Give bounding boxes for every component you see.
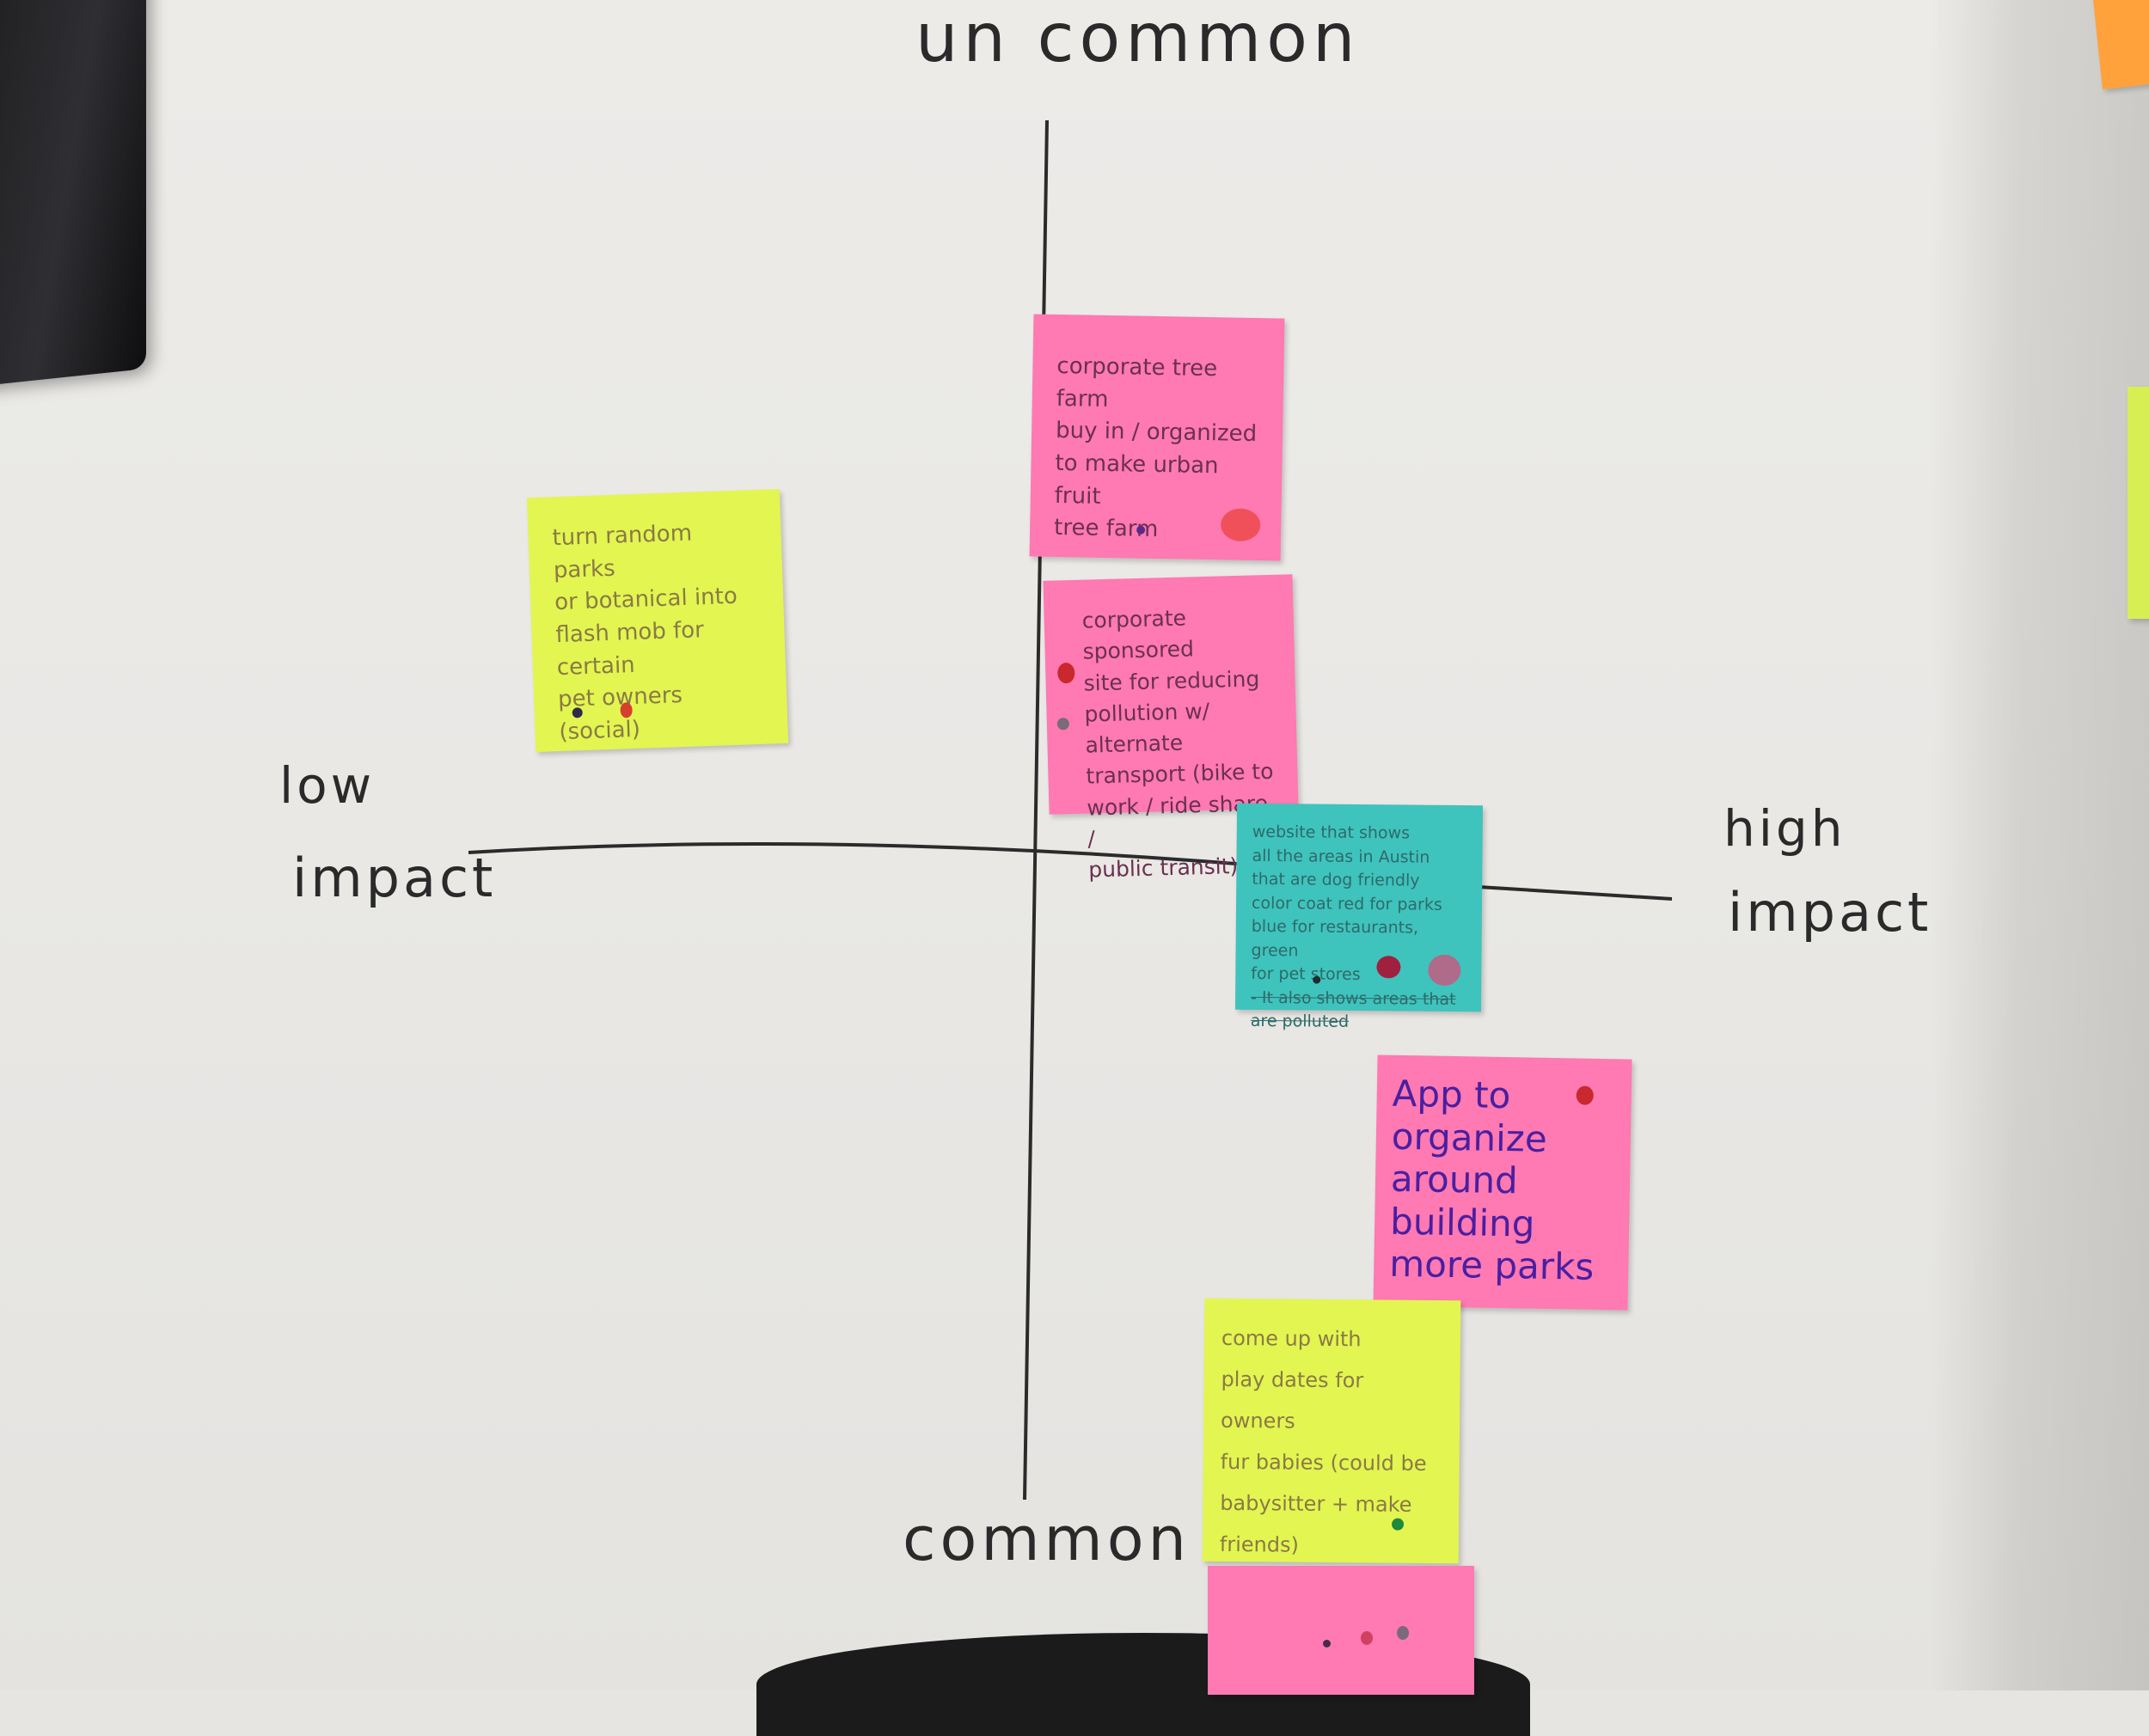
axis-label-high-impact: impact: [1728, 881, 1932, 944]
note-text: App to organize around building more par…: [1388, 1072, 1595, 1328]
vote-dot: [1428, 954, 1461, 987]
axis-label-uncommon: un common: [915, 0, 1361, 77]
vertical-axis-line: [1023, 119, 1049, 1501]
sticky-note-bottom-pink: [1208, 1566, 1474, 1695]
sticky-note-corporate-sponsored: corporate sponsored site for reducing po…: [1043, 574, 1299, 883]
paper-edge-shadow: [1930, 0, 2149, 1690]
axis-label-low-impact: impact: [292, 847, 497, 909]
sticky-note-app-parks: App to organize around building more par…: [1373, 1054, 1632, 1360]
note-text: come up with play dates for owners fur b…: [1219, 1325, 1427, 1557]
horizontal-axis-line: [468, 842, 1673, 901]
note-text: turn random parks or botanical into flas…: [552, 520, 738, 746]
sticky-note-flash-mob: turn random parks or botanical into flas…: [526, 488, 789, 753]
vote-dot: [1056, 718, 1070, 730]
axis-label-high: high: [1723, 799, 1846, 858]
sticky-note-tree-farm: corporate tree farm buy in / organized t…: [1029, 314, 1285, 561]
axis-label-common: common: [903, 1504, 1191, 1574]
note-struck-text: - It also shows areas that are polluted: [1250, 987, 1456, 1032]
vote-dot: [1361, 1631, 1373, 1645]
vote-dot: [1391, 1518, 1405, 1531]
sticky-note-dog-friendly-website: website that shows all the areas in Aust…: [1234, 803, 1484, 1031]
vote-dot: [1376, 956, 1401, 979]
axis-label-low: low: [279, 756, 376, 815]
paper-background: [0, 0, 2149, 1690]
sticky-note-edge-green: [2128, 387, 2149, 619]
vote-dot: [1313, 975, 1321, 984]
vote-dot: [1136, 525, 1146, 535]
vote-dot: [1397, 1626, 1409, 1640]
vote-dot: [1323, 1640, 1331, 1647]
sticky-note-play-dates: come up with play dates for owners fur b…: [1202, 1298, 1461, 1564]
sticky-note-edge-orange: [2092, 0, 2149, 89]
vote-dot: [1056, 662, 1075, 684]
